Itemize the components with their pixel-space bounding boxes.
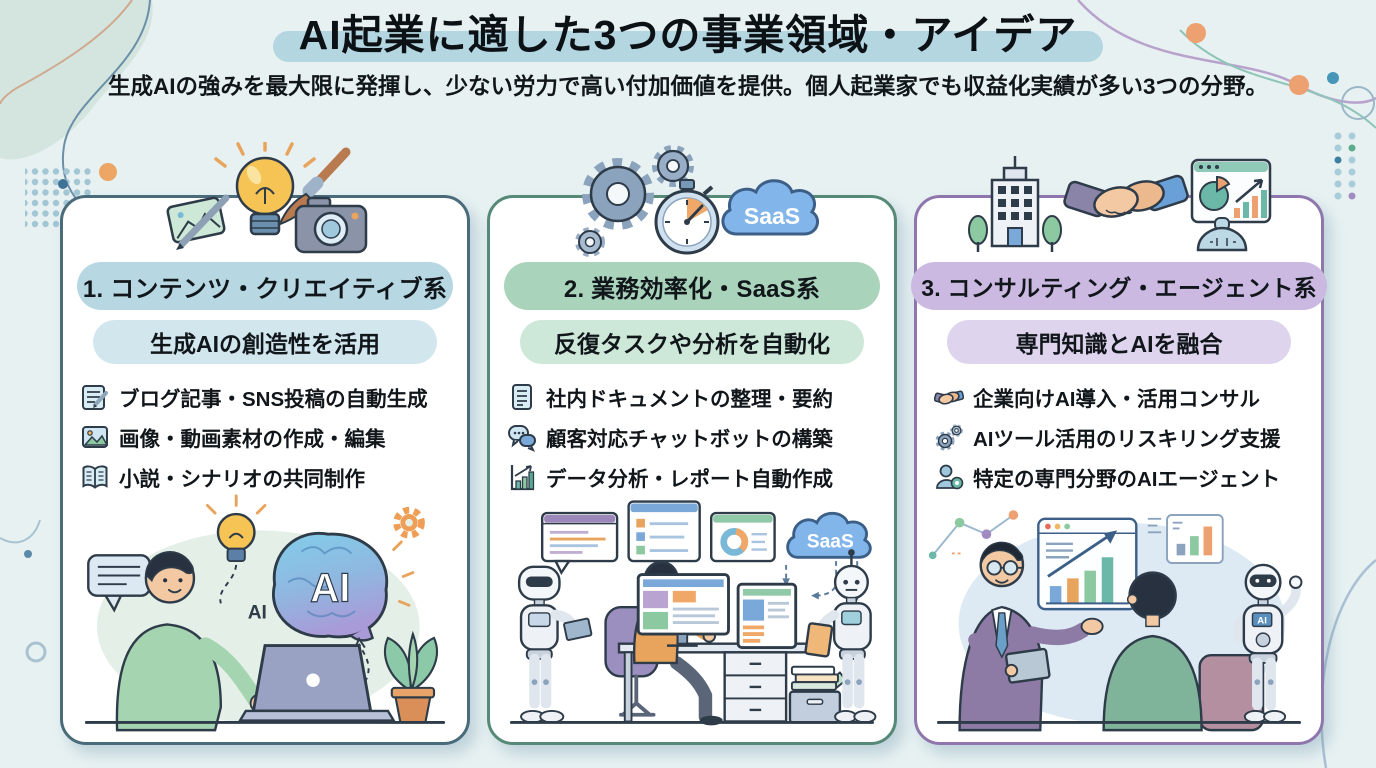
desk	[617, 642, 813, 723]
card-title-pill: 1. コンテンツ・クリエイティブ系	[77, 262, 453, 310]
dot-column	[1334, 132, 1356, 200]
card1-top-icons	[150, 142, 380, 256]
list-item: 特定の専門分野のAIエージェント	[917, 457, 1321, 497]
list-item: データ分析・レポート自動作成	[490, 457, 894, 497]
open-book-icon	[82, 465, 108, 489]
growth-chart-window	[1037, 517, 1138, 611]
robot-assistant-right	[804, 549, 877, 724]
card-title-pill: 3. コンサルティング・エージェント系	[911, 262, 1327, 310]
list-item-text: ブログ記事・SNS投稿の自動生成	[119, 388, 428, 411]
list-item-text: 小説・シナリオの共同制作	[119, 468, 365, 491]
potted-plant	[384, 630, 438, 724]
lightbulb-icon	[214, 142, 316, 236]
list-item: 顧客対応チャットボットの構築	[490, 417, 894, 457]
card-business-saas: SaaS 2. 業務効率化・SaaS系 反復タスクや分析を自動化 社内ドキュメン…	[487, 145, 897, 745]
gears-icon	[935, 424, 963, 451]
illustration-creator-scene: AI AI	[84, 494, 446, 732]
paper-stack	[788, 665, 847, 724]
camera-icon	[294, 196, 368, 254]
list-item-text: 画像・動画素材の作成・編集	[119, 428, 386, 451]
list-item-text: 特定の専門分野のAIエージェント	[973, 468, 1281, 491]
card-content-creative: 1. コンテンツ・クリエイティブ系 生成AIの創造性を活用 ブログ記事・SNS投…	[60, 142, 470, 745]
card3-top-icons	[964, 142, 1274, 256]
list-item: ブログ記事・SNS投稿の自動生成	[63, 377, 467, 417]
wave-lines	[1077, 0, 1376, 104]
list-item-text: 企業向けAI導入・活用コンサル	[973, 388, 1260, 411]
card-consulting-agent: 3. コンサルティング・エージェント系 専門知識とAIを融合 企業向けAI導入・…	[911, 156, 1327, 745]
monitor-secondary	[736, 582, 798, 649]
line-chart-decoration	[928, 510, 1019, 560]
card-title-pill: 2. 業務効率化・SaaS系	[504, 262, 880, 310]
illustration-consulting-scene: AI	[928, 510, 1303, 732]
gears-icon	[575, 145, 694, 257]
ai-robot: AI	[1232, 563, 1303, 724]
robot-assistant-left	[517, 565, 593, 724]
robot-ai-label: AI	[1257, 616, 1267, 627]
ai-brain-label: AI	[310, 564, 350, 610]
ai-small-label: AI	[248, 603, 267, 624]
speech-bubble-icon	[87, 554, 151, 613]
saas-label: SaaS	[744, 203, 800, 229]
list-item-text: 顧客対応チャットボットの構築	[546, 428, 833, 451]
list-item-text: 社内ドキュメントの整理・要約	[546, 388, 833, 411]
saas-cloud-icon: SaaS	[721, 179, 820, 236]
consultant-person	[958, 541, 1104, 732]
card-subtitle-pill: 反復タスクや分析を自動化	[520, 320, 864, 364]
illustration-consulting: AI	[925, 490, 1313, 734]
list-item: 画像・動画素材の作成・編集	[63, 417, 467, 457]
dashboard-icon	[1190, 158, 1272, 252]
illustration-creator: AI AI	[71, 490, 459, 734]
gear-icon	[393, 506, 425, 539]
list-item-text: データ分析・レポート自動作成	[546, 468, 833, 491]
illustration-automation-scene: SaaS	[510, 500, 877, 726]
person-agent-icon	[936, 464, 964, 490]
lightbulb-icon	[205, 494, 267, 563]
saas-cloud-icon: SaaS	[786, 511, 872, 559]
list-item: 社内ドキュメントの整理・要約	[490, 377, 894, 417]
feature-list: ブログ記事・SNS投稿の自動生成 画像・動画素材の作成・編集	[63, 377, 467, 497]
page-title-text: AI起業に適した3つの事業領域・アイデア	[298, 12, 1078, 58]
laptop	[237, 644, 396, 722]
card-subtitle-pill: 生成AIの創造性を活用	[93, 320, 437, 364]
list-item-text: AIツール活用のリスキリング支援	[973, 428, 1281, 451]
memo-pencil-icon	[82, 385, 108, 410]
pen-icon	[176, 194, 230, 250]
monitor-primary	[636, 573, 730, 647]
header: AI起業に適した3つの事業領域・アイデア 生成AIの強みを最大限に発揮し、少ない…	[0, 0, 1376, 101]
cards-row: 1. コンテンツ・クリエイティブ系 生成AIの創造性を活用 ブログ記事・SNS投…	[60, 142, 1327, 745]
app-window-list	[627, 500, 701, 563]
client-person	[1102, 571, 1203, 732]
bar-chart-icon	[510, 465, 535, 491]
app-window-purple	[540, 511, 619, 576]
mini-bar-panel	[1166, 514, 1224, 564]
page-title: AI起業に適した3つの事業領域・アイデア	[272, 12, 1104, 63]
chat-bubbles-icon	[508, 425, 536, 452]
list-item: 小説・シナリオの共同制作	[63, 457, 467, 497]
office-building-icon	[968, 156, 1062, 252]
corner-blob	[0, 0, 153, 160]
handshake-icon	[1063, 174, 1189, 218]
image-icon	[82, 426, 109, 448]
feature-list: 企業向けAI導入・活用コンサル AIツール活用のリスキリング支援	[917, 377, 1321, 497]
handshake-icon	[934, 390, 964, 405]
page-subtitle: 生成AIの強みを最大限に発揮し、少ない労力で高い付加価値を提供。個人起業家でも収…	[107, 74, 1269, 100]
illustration-automation: SaaS	[498, 490, 886, 734]
card2-top-icons: SaaS	[560, 142, 824, 260]
document-icon	[512, 384, 532, 410]
paintbrush-icon	[278, 147, 351, 226]
stopwatch-icon	[654, 179, 720, 255]
list-item: 企業向けAI導入・活用コンサル	[917, 377, 1321, 417]
saas-label: SaaS	[807, 532, 854, 553]
app-window-donut	[710, 511, 776, 563]
feature-list: 社内ドキュメントの整理・要約 顧客対応チャットボットの構築	[490, 377, 894, 497]
card-subtitle-pill: 専門知識とAIを融合	[947, 320, 1291, 364]
list-item: AIツール活用のリスキリング支援	[917, 417, 1321, 457]
ai-brain: AI	[271, 531, 389, 642]
